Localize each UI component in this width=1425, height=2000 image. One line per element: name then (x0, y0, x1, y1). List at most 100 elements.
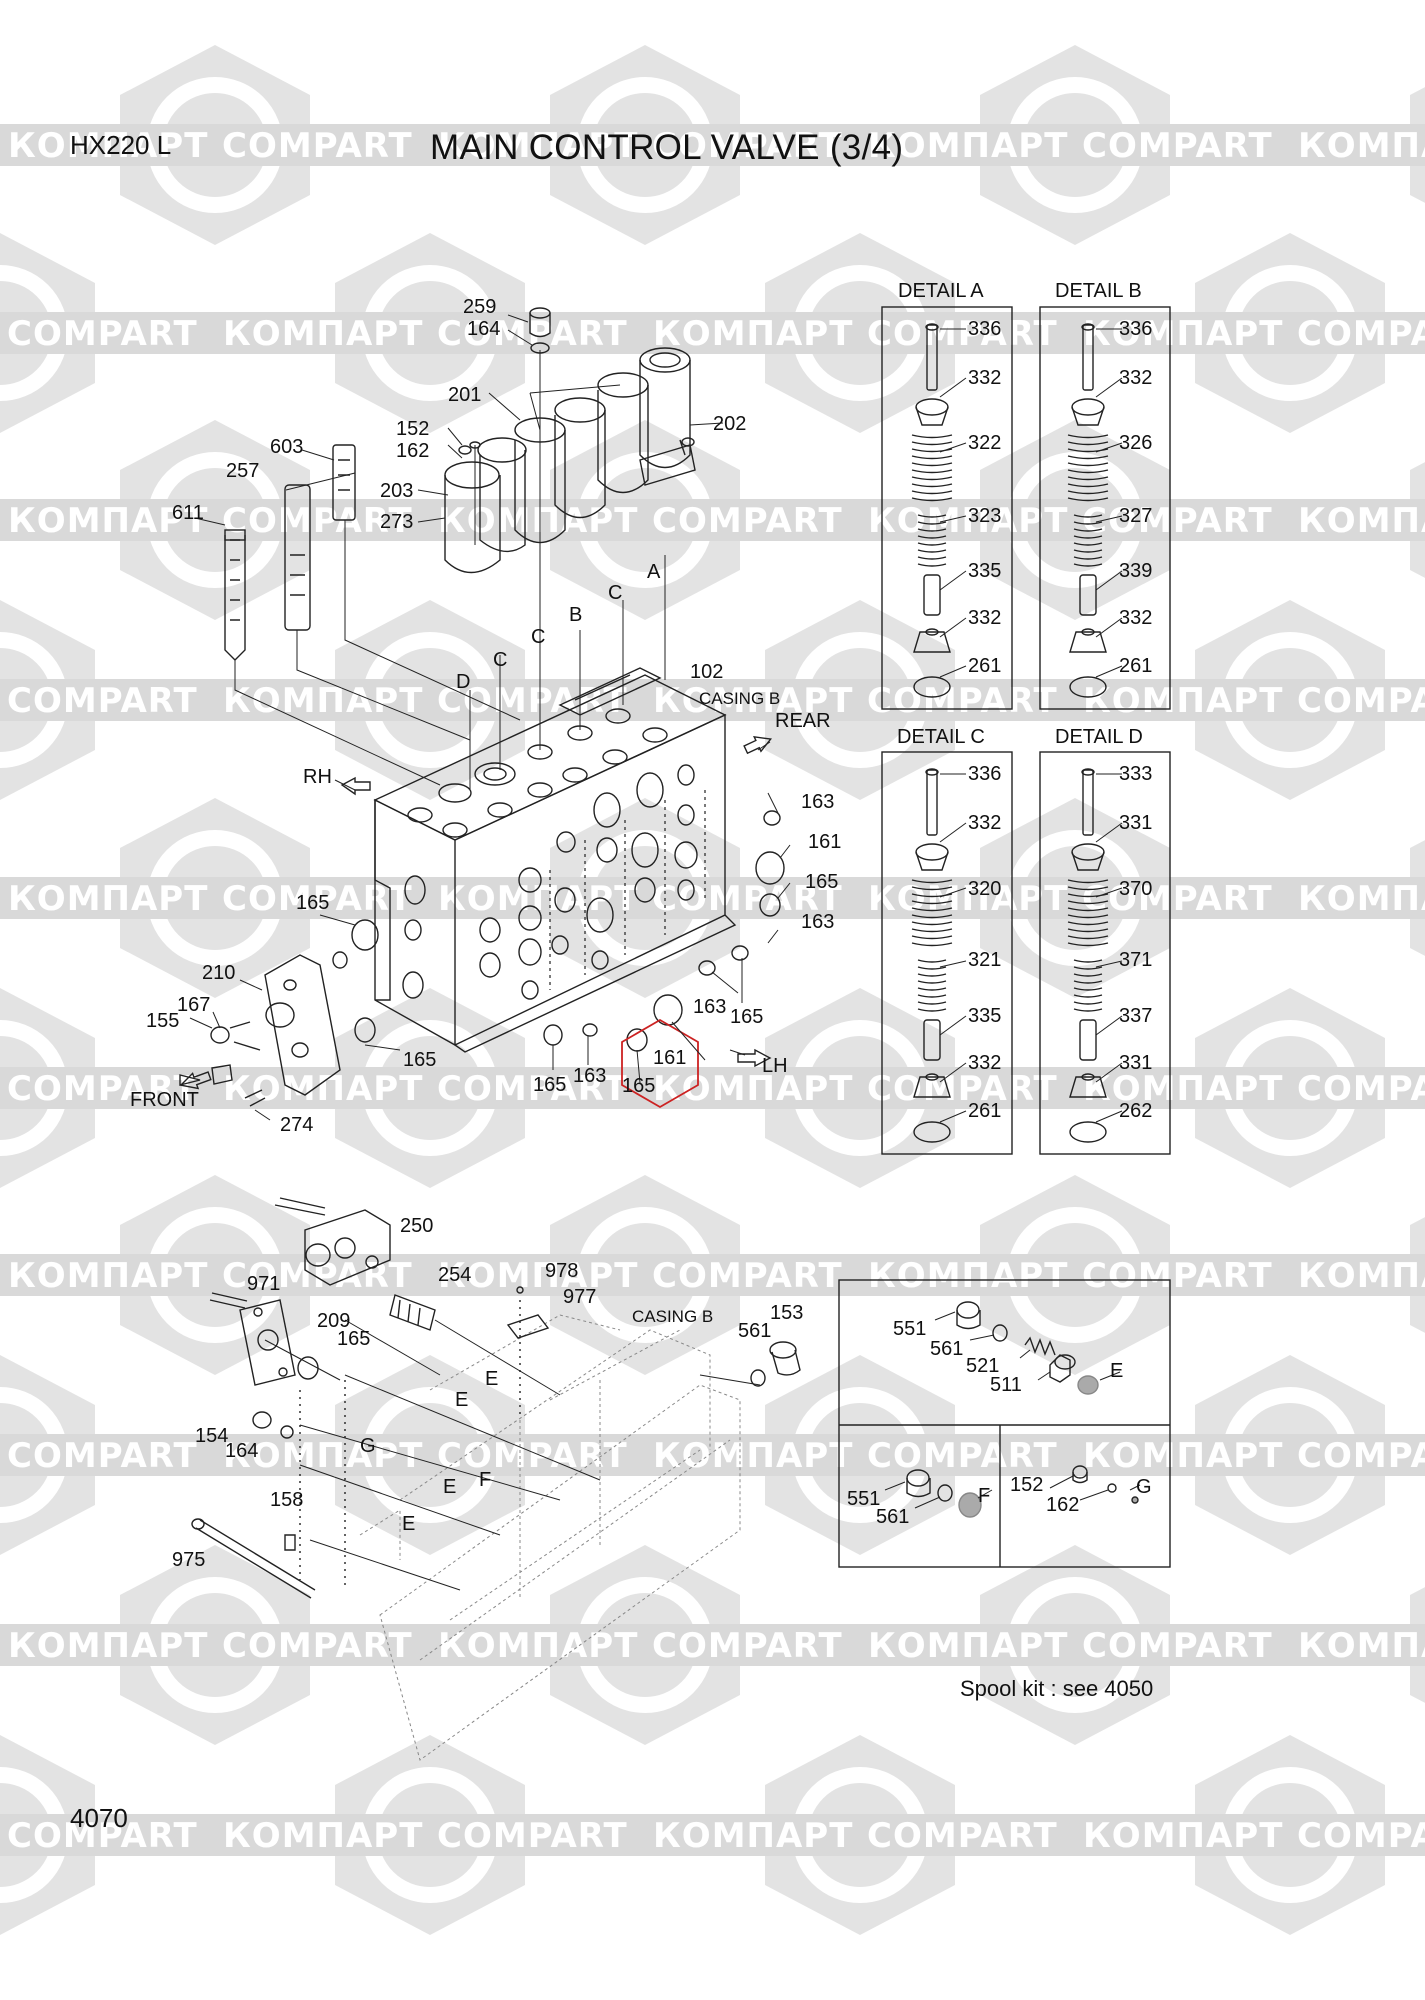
part-label-163: 163 (801, 791, 835, 813)
watermark-text: COMPART (1082, 1256, 1273, 1296)
watermark-text: COMPART (222, 1256, 413, 1296)
watermark-text: COMPART (222, 126, 413, 166)
detail-b-label: 332 (1119, 367, 1153, 389)
leader-lines-main (189, 314, 791, 1121)
detail-a-label: 332 (968, 367, 1002, 389)
part-label-257: 257 (226, 460, 260, 482)
detail-a-label: 323 (968, 505, 1002, 527)
rh-label: RH (303, 766, 332, 788)
watermark-text: COMPART (7, 1816, 198, 1856)
inset-box (838, 1279, 1171, 1568)
detail-c-label: 336 (968, 763, 1002, 785)
inset-label-511: 511 (990, 1374, 1022, 1396)
detail-d-label: 370 (1119, 878, 1153, 900)
detail-boxes (881, 306, 1171, 1155)
detail-ref-c-2: C (531, 626, 546, 648)
watermark-text: COMPART (7, 314, 198, 354)
inset-ref-f: F (978, 1485, 991, 1507)
detail-b-label: 327 (1119, 505, 1153, 527)
watermark-text: COMPART (222, 501, 413, 541)
part-label-102: 102 (690, 661, 724, 683)
watermark-text: COMPART (437, 1436, 628, 1476)
inset-label-152: 152 (1010, 1474, 1044, 1496)
solenoid-caps (444, 307, 696, 574)
page-number: 4070 (70, 1803, 128, 1833)
part-label-977: 977 (563, 1286, 597, 1308)
watermark-text: COMPART (867, 681, 1058, 721)
watermark-text: COMPART (222, 1626, 413, 1666)
port-ref-e: E (443, 1476, 457, 1498)
watermark-text: КОМПАРТ (1298, 1626, 1425, 1666)
watermark-text: COMPART (1297, 681, 1425, 721)
part-label-202: 202 (713, 413, 747, 435)
part-label-158: 158 (270, 1489, 304, 1511)
highlight-hexagon (621, 1018, 699, 1109)
part-label-161: 161 (653, 1047, 687, 1069)
casing-b-label-lower: CASING B (632, 1307, 714, 1326)
port-ref-e: E (455, 1389, 469, 1411)
inset-label-551: 551 (893, 1318, 927, 1340)
part-label-165: 165 (403, 1049, 437, 1071)
part-label-273: 273 (380, 511, 414, 533)
part-label-603: 603 (270, 436, 304, 458)
detail-a-label: 332 (968, 607, 1002, 629)
watermark-text: КОМПАРТ (653, 1069, 853, 1109)
page-title: MAIN CONTROL VALVE (3/4) (430, 128, 904, 167)
part-label-274: 274 (280, 1114, 314, 1136)
watermark-text: COMPART (437, 1816, 628, 1856)
watermark-text: КОМПАРТ (8, 1256, 208, 1296)
part-label-154: 154 (195, 1425, 229, 1447)
detail-d-label: 262 (1119, 1100, 1153, 1122)
watermark-text: COMPART (1297, 314, 1425, 354)
front-label: FRONT (130, 1089, 199, 1111)
part-label-165: 165 (296, 892, 330, 914)
detail-a-label: 336 (968, 318, 1002, 340)
part-label-259: 259 (463, 296, 497, 318)
detail-b-label: 336 (1119, 318, 1153, 340)
spool-kit-note: Spool kit : see 4050 (960, 1676, 1154, 1701)
detail-ref-b: B (569, 604, 583, 626)
detail-ref-a: A (647, 561, 661, 583)
part-label-165: 165 (730, 1006, 764, 1028)
watermark-text: COMPART (867, 314, 1058, 354)
watermark-text: COMPART (1297, 1816, 1425, 1856)
model-name: HX220 L (70, 130, 172, 160)
watermark-text: КОМПАРТ (438, 501, 638, 541)
watermark-text: КОМПАРТ (1083, 1816, 1283, 1856)
watermark-text: КОМПАРТ (223, 1816, 423, 1856)
part-label-165: 165 (622, 1075, 656, 1097)
watermark-text: КОМПАРТ (438, 126, 638, 166)
watermark-text: КОМПАРТ (1298, 501, 1425, 541)
detail-ref-c-3: C (493, 649, 508, 671)
watermark-text: КОМПАРТ (223, 314, 423, 354)
port-ref-e: E (485, 1368, 499, 1390)
watermark-text: КОМПАРТ (1298, 1256, 1425, 1296)
inset-label-551: 551 (847, 1488, 881, 1510)
casing-b-label: CASING B (699, 689, 781, 708)
detail-b-title: DETAIL B (1055, 280, 1142, 302)
direction-arrows (179, 735, 773, 1090)
part-label-209: 209 (317, 1310, 351, 1332)
detail-a-title: DETAIL A (898, 280, 984, 302)
part-label-164: 164 (467, 318, 501, 340)
port-ref-e: E (402, 1513, 416, 1535)
watermark-text: COMPART (652, 1626, 843, 1666)
o-rings-main (332, 810, 785, 1052)
part-label-165: 165 (533, 1074, 567, 1096)
detail-c-label: 261 (968, 1100, 1002, 1122)
